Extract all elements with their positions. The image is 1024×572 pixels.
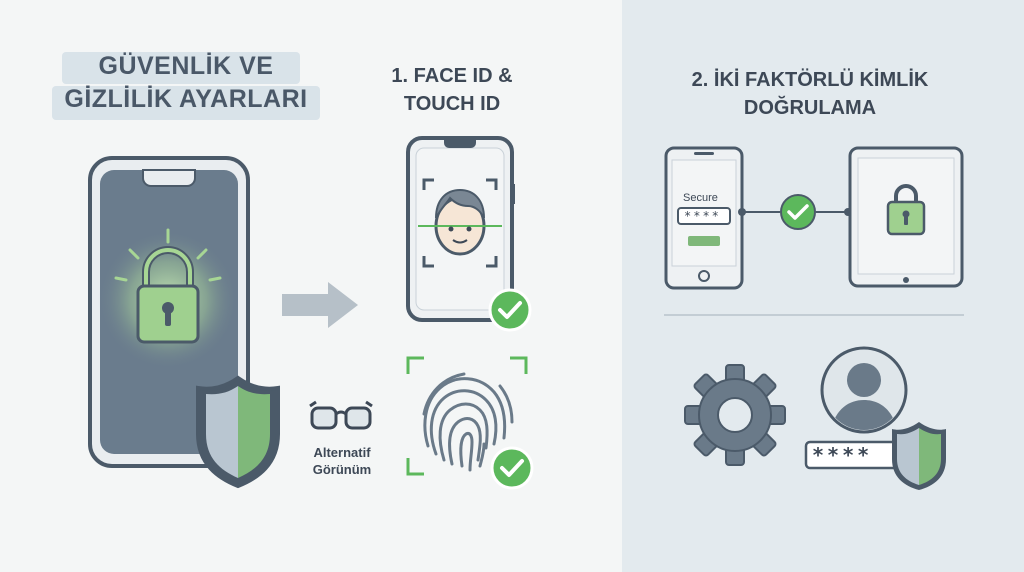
secure-password-value: **** — [684, 209, 721, 223]
gear-icon — [684, 364, 786, 466]
phone-lock-illustration — [88, 156, 280, 489]
shield-icon — [196, 375, 280, 489]
face-scan-icon — [418, 178, 502, 268]
shield-icon — [892, 422, 946, 490]
check-icon — [780, 194, 816, 230]
main-title-line2: GİZLİLİK AYARLARI — [64, 85, 308, 113]
check-icon — [488, 288, 532, 332]
lock-icon — [886, 184, 926, 236]
arrow-right-icon — [282, 282, 358, 328]
check-icon — [490, 446, 534, 490]
fingerprint-icon — [406, 356, 534, 490]
alternative-view-label: Alternatif Görünüm — [312, 445, 372, 477]
step2-title: 2. İKİ FAKTÖRLÜ KİMLİK DOĞRULAMA — [691, 69, 929, 119]
password-field: **** — [812, 443, 873, 467]
main-title: GÜVENLİK VE GİZLİLİK AYARLARI — [52, 50, 320, 122]
face-id-phone — [406, 136, 532, 332]
two-factor-devices — [664, 146, 964, 290]
user-avatar-icon — [820, 346, 908, 434]
divider — [664, 314, 964, 316]
step1-title: 1. FACE ID & TOUCH ID — [391, 65, 513, 115]
main-title-line1: GÜVENLİK VE — [98, 52, 274, 80]
secure-label: Secure — [683, 192, 718, 204]
glasses-icon — [309, 400, 373, 430]
lock-icon — [136, 246, 200, 344]
